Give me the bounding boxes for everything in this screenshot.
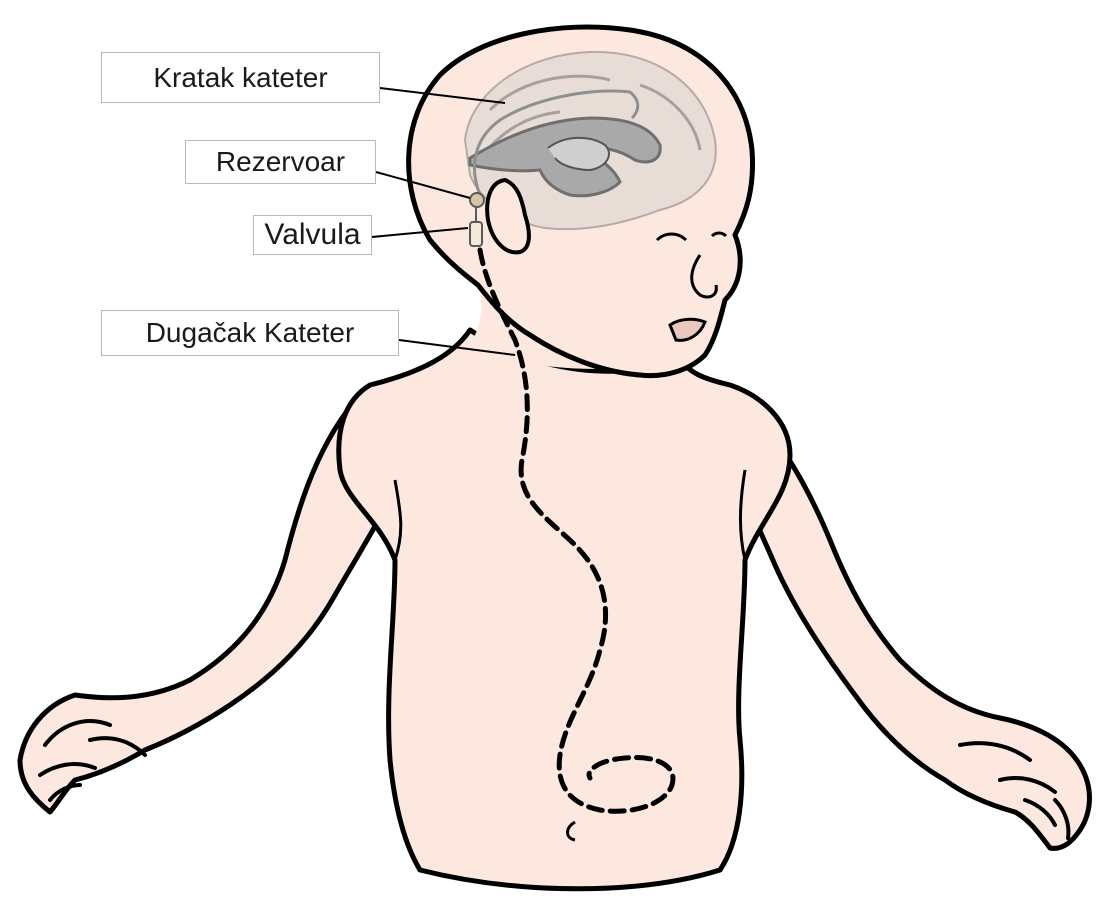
torso — [339, 330, 790, 889]
reservoir-shape — [470, 193, 484, 207]
label-valve: Valvula — [253, 215, 372, 255]
label-short-catheter: Kratak kateter — [101, 52, 380, 103]
valve-shape — [470, 222, 482, 246]
label-long-catheter: Dugačak Kateter — [101, 310, 399, 356]
label-reservoir: Rezervoar — [185, 140, 376, 184]
